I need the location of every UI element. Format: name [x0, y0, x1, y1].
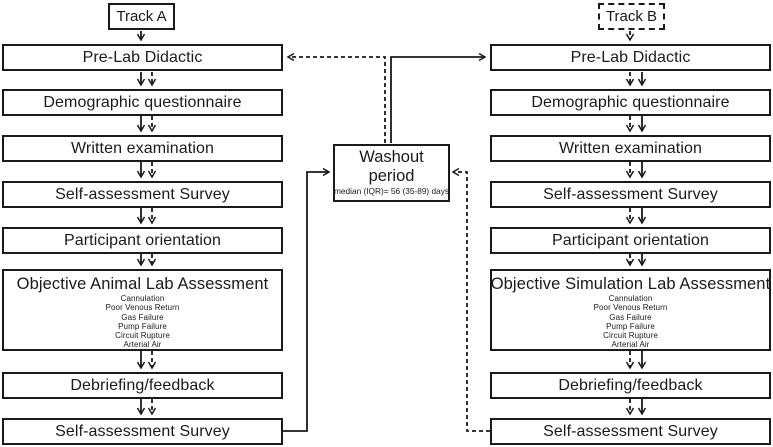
track-b-step-debriefing-feedback: Debriefing/feedback: [490, 372, 771, 399]
track-b-title: Track B: [605, 8, 658, 25]
track-a-step-written-examination: Written examination: [2, 135, 283, 162]
washout-median-note: median (IQR)= 56 (35-89) days: [333, 185, 450, 196]
track-b-step-participant-orientation: Participant orientation: [490, 227, 771, 254]
assessment-title: Objective Simulation Lab Assessment: [490, 275, 771, 293]
track-b-step-demographic-questionnaire: Demographic questionnaire: [490, 89, 771, 116]
assessment-subitem: Poor Venous Return: [105, 303, 180, 313]
washout-period-box: Washout period median (IQR)= 56 (35-89) …: [333, 144, 450, 202]
step-label: Debriefing/feedback: [558, 376, 703, 394]
track-a-step-objective-animal-lab-assessment: Objective Animal Lab Assessment Cannulat…: [2, 269, 283, 351]
track-a-step-demographic-questionnaire: Demographic questionnaire: [2, 89, 283, 116]
track-b-step-self-assessment-survey-2: Self-assessment Survey: [490, 418, 771, 445]
washout-title-line1: Washout: [359, 147, 424, 166]
assessment-subitem: Pump Failure: [606, 321, 655, 331]
step-label: Self-assessment Survey: [55, 422, 230, 440]
step-label: Participant orientation: [63, 231, 222, 249]
step-label: Pre-Lab Didactic: [82, 48, 203, 66]
assessment-subitem: Poor Venous Return: [593, 303, 668, 313]
step-label: Pre-Lab Didactic: [570, 48, 691, 66]
assessment-subitem: Circuit Rupture: [603, 331, 658, 341]
track-a-step-pre-lab-didactic: Pre-Lab Didactic: [2, 44, 283, 71]
assessment-subitem: Cannulation: [608, 294, 653, 303]
step-label: Self-assessment Survey: [55, 185, 230, 203]
assessment-subitem: Cannulation: [120, 294, 165, 303]
step-label: Debriefing/feedback: [70, 376, 215, 394]
assessment-subitem: Arterial Air: [611, 340, 650, 350]
assessment-subitem-list: Cannulation Poor Venous Return Gas Failu…: [106, 294, 180, 350]
assessment-subitem: Circuit Rupture: [115, 331, 170, 341]
washout-title-line2: period: [368, 166, 415, 185]
track-a-header: Track A: [108, 3, 175, 30]
step-label: Participant orientation: [551, 231, 710, 249]
assessment-subitem-list: Cannulation Poor Venous Return Gas Failu…: [594, 294, 668, 350]
step-label: Self-assessment Survey: [543, 422, 718, 440]
step-label: Demographic questionnaire: [43, 93, 242, 111]
step-label: Demographic questionnaire: [531, 93, 730, 111]
step-label: Written examination: [558, 139, 702, 157]
track-b-step-written-examination: Written examination: [490, 135, 771, 162]
track-b-step-pre-lab-didactic: Pre-Lab Didactic: [490, 44, 771, 71]
track-b-header: Track B: [598, 3, 665, 30]
assessment-subitem: Arterial Air: [123, 340, 162, 350]
assessment-subitem: Gas Failure: [609, 312, 652, 322]
assessment-title: Objective Animal Lab Assessment: [16, 275, 269, 293]
track-a-step-self-assessment-survey-2: Self-assessment Survey: [2, 418, 283, 445]
step-label: Self-assessment Survey: [543, 185, 718, 203]
track-b-step-self-assessment-survey-1: Self-assessment Survey: [490, 181, 771, 208]
track-a-step-self-assessment-survey-1: Self-assessment Survey: [2, 181, 283, 208]
track-b-step-objective-simulation-lab-assessment: Objective Simulation Lab Assessment Cann…: [490, 269, 771, 351]
assessment-subitem: Pump Failure: [118, 321, 167, 331]
step-label: Written examination: [70, 139, 214, 157]
assessment-subitem: Gas Failure: [121, 312, 164, 322]
track-a-step-participant-orientation: Participant orientation: [2, 227, 283, 254]
track-a-step-debriefing-feedback: Debriefing/feedback: [2, 372, 283, 399]
track-a-title: Track A: [116, 8, 167, 25]
